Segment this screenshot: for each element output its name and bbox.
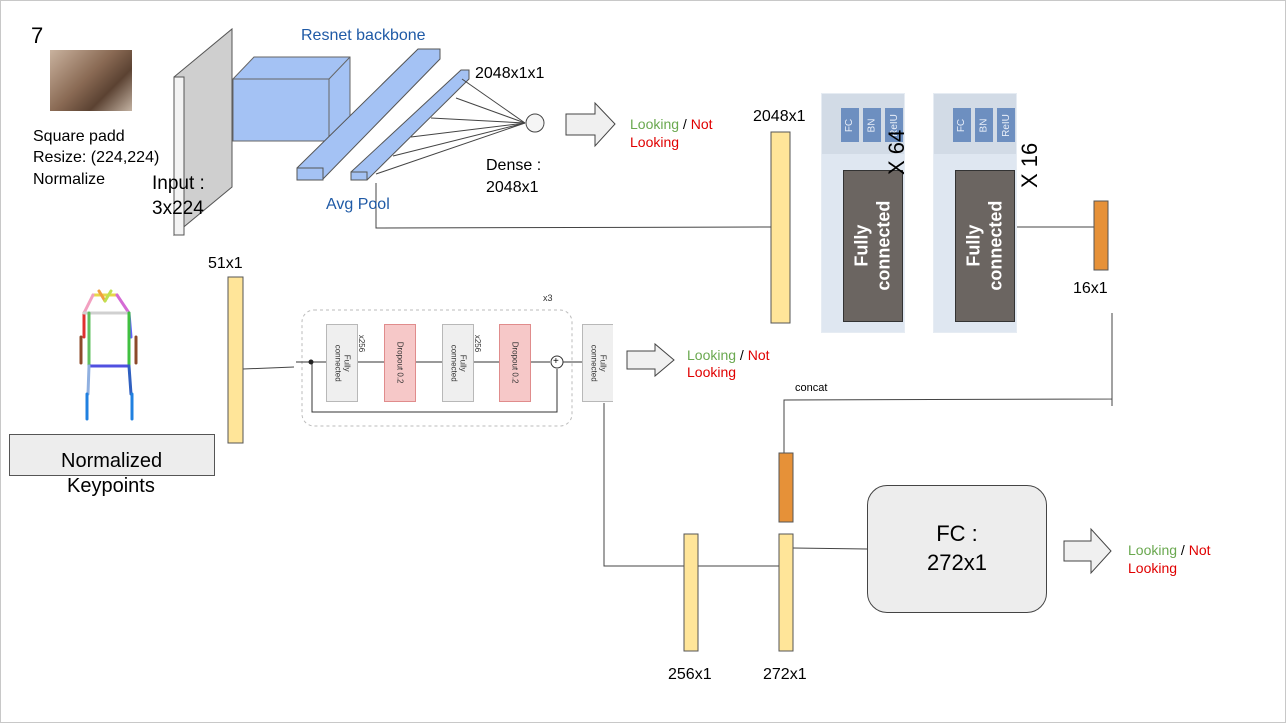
- fc-chip: FC: [841, 108, 859, 142]
- person-photo-icon: [50, 50, 132, 111]
- vector-272-label: 272x1: [763, 666, 807, 683]
- dense-label-2: 2048x1: [486, 179, 539, 196]
- vector-2048: [770, 131, 791, 324]
- avgpool-to-vector-line: [375, 183, 772, 229]
- mlp-dropout-1: Dropout 0.2: [384, 324, 416, 402]
- normalized-keypoints-label-2: Keypoints: [67, 475, 155, 497]
- fusion-output-label: Looking / Not: [1128, 542, 1211, 558]
- resnet-cube-front: [232, 78, 330, 142]
- bn-chip: BN: [863, 108, 881, 142]
- relu-chip: ReIU: [997, 108, 1015, 142]
- fc-272-label-2: 272x1: [927, 550, 987, 575]
- fc-272-box: FC : 272x1: [867, 485, 1047, 613]
- mlp-width-1: x256: [357, 334, 367, 353]
- arrow-right-outline-icon: [565, 101, 616, 148]
- vector-256: [683, 533, 699, 652]
- preprocess-step-3: Normalize: [33, 171, 106, 188]
- mlp-dropout-2: Dropout 0.2: [499, 324, 531, 402]
- vector-16-label: 16x1: [1073, 280, 1108, 297]
- input-label-1: Input :: [152, 173, 205, 194]
- vector-51: [227, 276, 244, 444]
- preprocess-step-2: Resize: (224,224): [33, 149, 160, 166]
- input-label-2: 3x224: [152, 198, 204, 219]
- concat-label: concat: [795, 382, 828, 394]
- resnet-backbone-label: Resnet backbone: [301, 27, 426, 44]
- skeleton-figure-icon: [79, 289, 138, 421]
- fc-272-label-1: FC :: [936, 521, 978, 547]
- vector-16-copy: [778, 452, 794, 523]
- mlp-arrows: [296, 361, 582, 413]
- arrow-right-outline-icon: [1063, 527, 1112, 575]
- keypoint-output-label: Looking / Not: [687, 347, 770, 363]
- feature-size-label: 2048x1x1: [475, 65, 545, 82]
- preprocess-step-1: Square padd: [33, 128, 125, 145]
- fusion-output-label-2: Looking: [1128, 560, 1178, 576]
- arrow-right-outline-icon: [626, 342, 675, 378]
- dense-fan: [375, 78, 526, 175]
- vector-272: [778, 533, 794, 652]
- normalized-keypoints-label-1: Normalized: [61, 450, 163, 472]
- dense-label-1: Dense :: [486, 157, 542, 174]
- normalized-keypoints-box: [9, 434, 215, 476]
- mlp-width-2: x256: [473, 334, 483, 353]
- vector-256-label: 256x1: [668, 666, 712, 683]
- concat-line: [783, 313, 1113, 453]
- image-output-label-2: Looking: [630, 134, 680, 150]
- vector-2048-label: 2048x1: [753, 108, 806, 125]
- vector-16: [1093, 200, 1109, 271]
- keypoint-output-label-2: Looking: [687, 364, 737, 380]
- plus-sign: +: [553, 356, 559, 367]
- plus-circle-icon: [550, 355, 564, 369]
- mlp-repeat-label: x3: [543, 293, 553, 303]
- bn-chip: BN: [975, 108, 993, 142]
- repeat-x16-label: X 16: [1017, 142, 1042, 188]
- input-slab-face: [173, 76, 185, 236]
- vector-51-label: 51x1: [208, 255, 243, 272]
- panel-number: 7: [31, 23, 44, 48]
- avgpool-label: Avg Pool: [326, 196, 390, 213]
- relu-chip: ReIU: [885, 108, 903, 142]
- repeat-x64-label: X 64: [884, 129, 909, 175]
- neuron-circle-icon: [525, 113, 545, 133]
- fc-chip: FC: [953, 108, 971, 142]
- image-output-label: Looking / Not: [630, 116, 713, 132]
- mlp-to-256-line: [603, 403, 684, 567]
